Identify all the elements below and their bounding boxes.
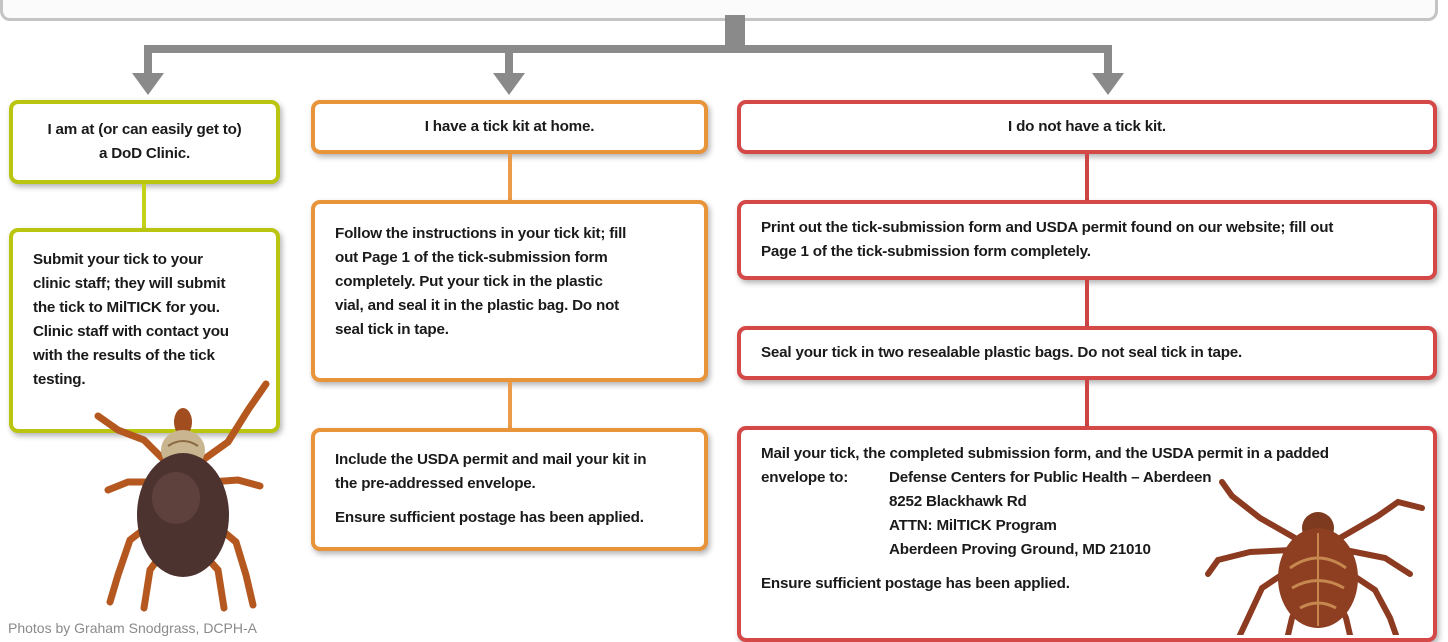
address-line: Aberdeen Proving Ground, MD 21010	[889, 541, 1151, 558]
kit-step2-note: Ensure sufficient postage has been appli…	[335, 509, 644, 526]
horizontal-connector	[144, 45, 1112, 53]
kit-step2-line: Include the USDA permit and mail your ki…	[335, 451, 647, 468]
kit-step1-box: Follow the instructions in your tick kit…	[311, 200, 708, 382]
kit-step2-line: the pre-addressed envelope.	[335, 475, 536, 492]
kit-step2-box: Include the USDA permit and mail your ki…	[311, 428, 708, 551]
clinic-step-line: testing.	[33, 371, 86, 388]
tick-photo-left	[94, 380, 270, 612]
kit-step1-line: seal tick in tape.	[335, 321, 449, 338]
kit-header-box: I have a tick kit at home.	[311, 100, 708, 154]
arrow-down-clinic-icon	[132, 73, 164, 95]
nokit-connector-line-3	[1085, 380, 1089, 426]
nokit-step1-line: Print out the tick-submission form and U…	[761, 219, 1334, 236]
kit-step1-line: out Page 1 of the tick-submission form	[335, 249, 608, 266]
nokit-step3-note: Ensure sufficient postage has been appli…	[761, 575, 1070, 592]
clinic-step-line: with the results of the tick	[33, 347, 215, 364]
top-container-box	[0, 0, 1438, 21]
kit-header-text: I have a tick kit at home.	[424, 118, 595, 135]
drop-connector-clinic	[144, 45, 152, 73]
address-line: Defense Centers for Public Health – Aber…	[889, 469, 1212, 486]
kit-step1-line: completely. Put your tick in the plastic	[335, 273, 603, 290]
address-line: 8252 Blackhawk Rd	[889, 493, 1027, 510]
nokit-step2-text: Seal your tick in two resealable plastic…	[761, 344, 1243, 361]
nokit-header-text: I do not have a tick kit.	[1008, 118, 1166, 135]
clinic-step-line: Clinic staff with contact you	[33, 323, 229, 340]
nokit-connector-line-1	[1085, 154, 1089, 200]
kit-connector-line-1	[508, 154, 512, 200]
nokit-step1-line: Page 1 of the tick-submission form compl…	[761, 243, 1091, 260]
photo-credit: Photos by Graham Snodgrass, DCPH-A	[8, 620, 257, 636]
kit-connector-line-2	[508, 382, 512, 428]
kit-step1-line: vial, and seal it in the plastic bag. Do…	[335, 297, 620, 314]
clinic-header-line: I am at (or can easily get to)	[47, 121, 242, 138]
tick-photo-right	[1205, 479, 1425, 635]
clinic-step-box: Submit your tick to your clinic staff; t…	[9, 228, 280, 433]
clinic-step-line: the tick to MilTICK for you.	[33, 299, 220, 316]
nokit-step3-intro: Mail your tick, the completed submission…	[761, 445, 1329, 462]
address-line: ATTN: MilTICK Program	[889, 517, 1057, 534]
nokit-step1-box: Print out the tick-submission form and U…	[737, 200, 1437, 280]
nokit-envelope-label: envelope to:	[761, 469, 849, 486]
arrow-down-kit-icon	[493, 73, 525, 95]
nokit-header-box: I do not have a tick kit.	[737, 100, 1437, 154]
kit-step1-line: Follow the instructions in your tick kit…	[335, 225, 627, 242]
clinic-step-line: Submit your tick to your	[33, 251, 203, 268]
trunk-connector	[725, 15, 745, 47]
clinic-connector-line	[142, 184, 146, 228]
clinic-header-box: I am at (or can easily get to) a DoD Cli…	[9, 100, 280, 184]
clinic-header-line: a DoD Clinic.	[98, 145, 191, 162]
arrow-down-nokit-icon	[1092, 73, 1124, 95]
nokit-connector-line-2	[1085, 280, 1089, 326]
drop-connector-nokit	[1104, 45, 1112, 73]
drop-connector-kit	[505, 45, 513, 73]
nokit-step2-box: Seal your tick in two resealable plastic…	[737, 326, 1437, 380]
clinic-step-line: clinic staff; they will submit	[33, 275, 226, 292]
